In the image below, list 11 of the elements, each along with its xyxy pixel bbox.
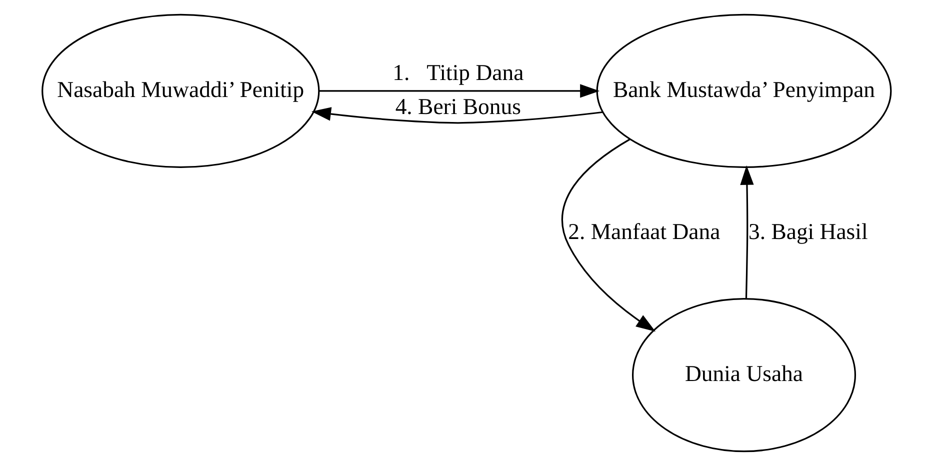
arrow xyxy=(310,107,603,124)
arrow xyxy=(561,138,656,332)
edge-label: 4. Beri Bonus xyxy=(394,94,520,119)
node-ellipse: Bank Mustawda’ Penyimpan xyxy=(596,14,892,168)
arrow xyxy=(318,84,600,98)
node-ellipse: Nasabah Muwaddi’ Penitip xyxy=(41,14,320,168)
edge-label: 2. Manfaat Dana xyxy=(568,219,720,244)
edge-label: 3. Bagi Hasil xyxy=(748,219,868,244)
node-ellipse: Dunia Usaha xyxy=(631,298,856,452)
arrow xyxy=(740,165,754,298)
edge-label: 1. Titip Dana xyxy=(392,60,524,85)
